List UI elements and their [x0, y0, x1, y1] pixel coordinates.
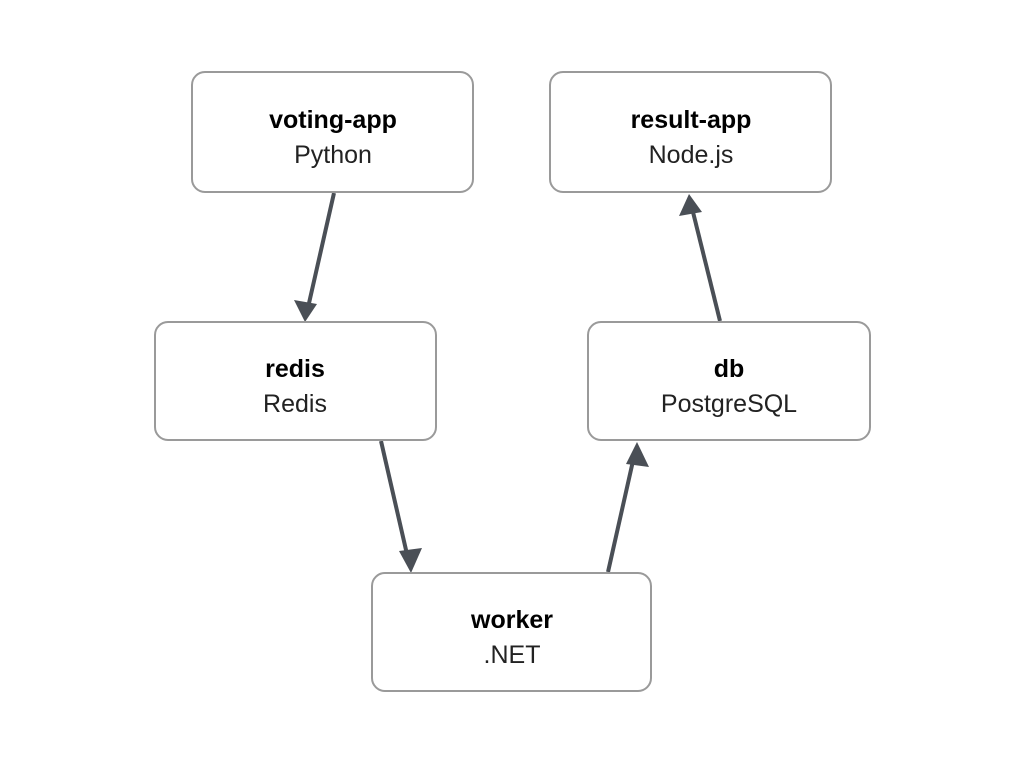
node-box-voting-app: [191, 71, 474, 193]
nodes-layer: voting-app Python result-app Node.js red…: [154, 71, 871, 692]
node-subtitle-worker: .NET: [484, 641, 541, 669]
edge-line-db-to-result-app: [689, 203, 722, 322]
arrowhead-icon-db-to-result-app: [679, 194, 702, 216]
node-db[interactable]: db PostgreSQL: [587, 321, 871, 441]
node-title-result-app: result-app: [631, 106, 752, 134]
arrowhead-icon-worker-to-db: [626, 442, 649, 467]
edge-line-worker-to-db: [606, 451, 637, 573]
node-voting-app[interactable]: voting-app Python: [191, 71, 474, 193]
edge-redis-to-worker[interactable]: [379, 440, 422, 573]
node-box-result-app: [549, 71, 832, 193]
edge-line-voting-app-to-redis: [305, 192, 336, 313]
node-box-db: [587, 321, 871, 441]
node-title-redis: redis: [265, 355, 325, 383]
node-redis[interactable]: redis Redis: [154, 321, 437, 441]
edges-layer: [294, 192, 722, 573]
node-title-voting-app: voting-app: [269, 106, 397, 134]
edge-voting-app-to-redis[interactable]: [294, 192, 336, 322]
node-worker[interactable]: worker .NET: [371, 572, 652, 692]
node-title-worker: worker: [470, 606, 553, 634]
edge-line-redis-to-worker: [379, 440, 411, 564]
node-box-worker: [371, 572, 652, 692]
node-title-db: db: [714, 355, 745, 383]
node-subtitle-db: PostgreSQL: [661, 390, 797, 418]
node-subtitle-voting-app: Python: [294, 141, 372, 169]
edge-worker-to-db[interactable]: [606, 442, 649, 573]
edge-db-to-result-app[interactable]: [679, 194, 722, 322]
arrowhead-icon-voting-app-to-redis: [294, 300, 317, 322]
arrowhead-icon-redis-to-worker: [399, 548, 422, 573]
node-subtitle-redis: Redis: [263, 390, 327, 418]
node-box-redis: [154, 321, 437, 441]
node-result-app[interactable]: result-app Node.js: [549, 71, 832, 193]
node-subtitle-result-app: Node.js: [649, 141, 734, 169]
